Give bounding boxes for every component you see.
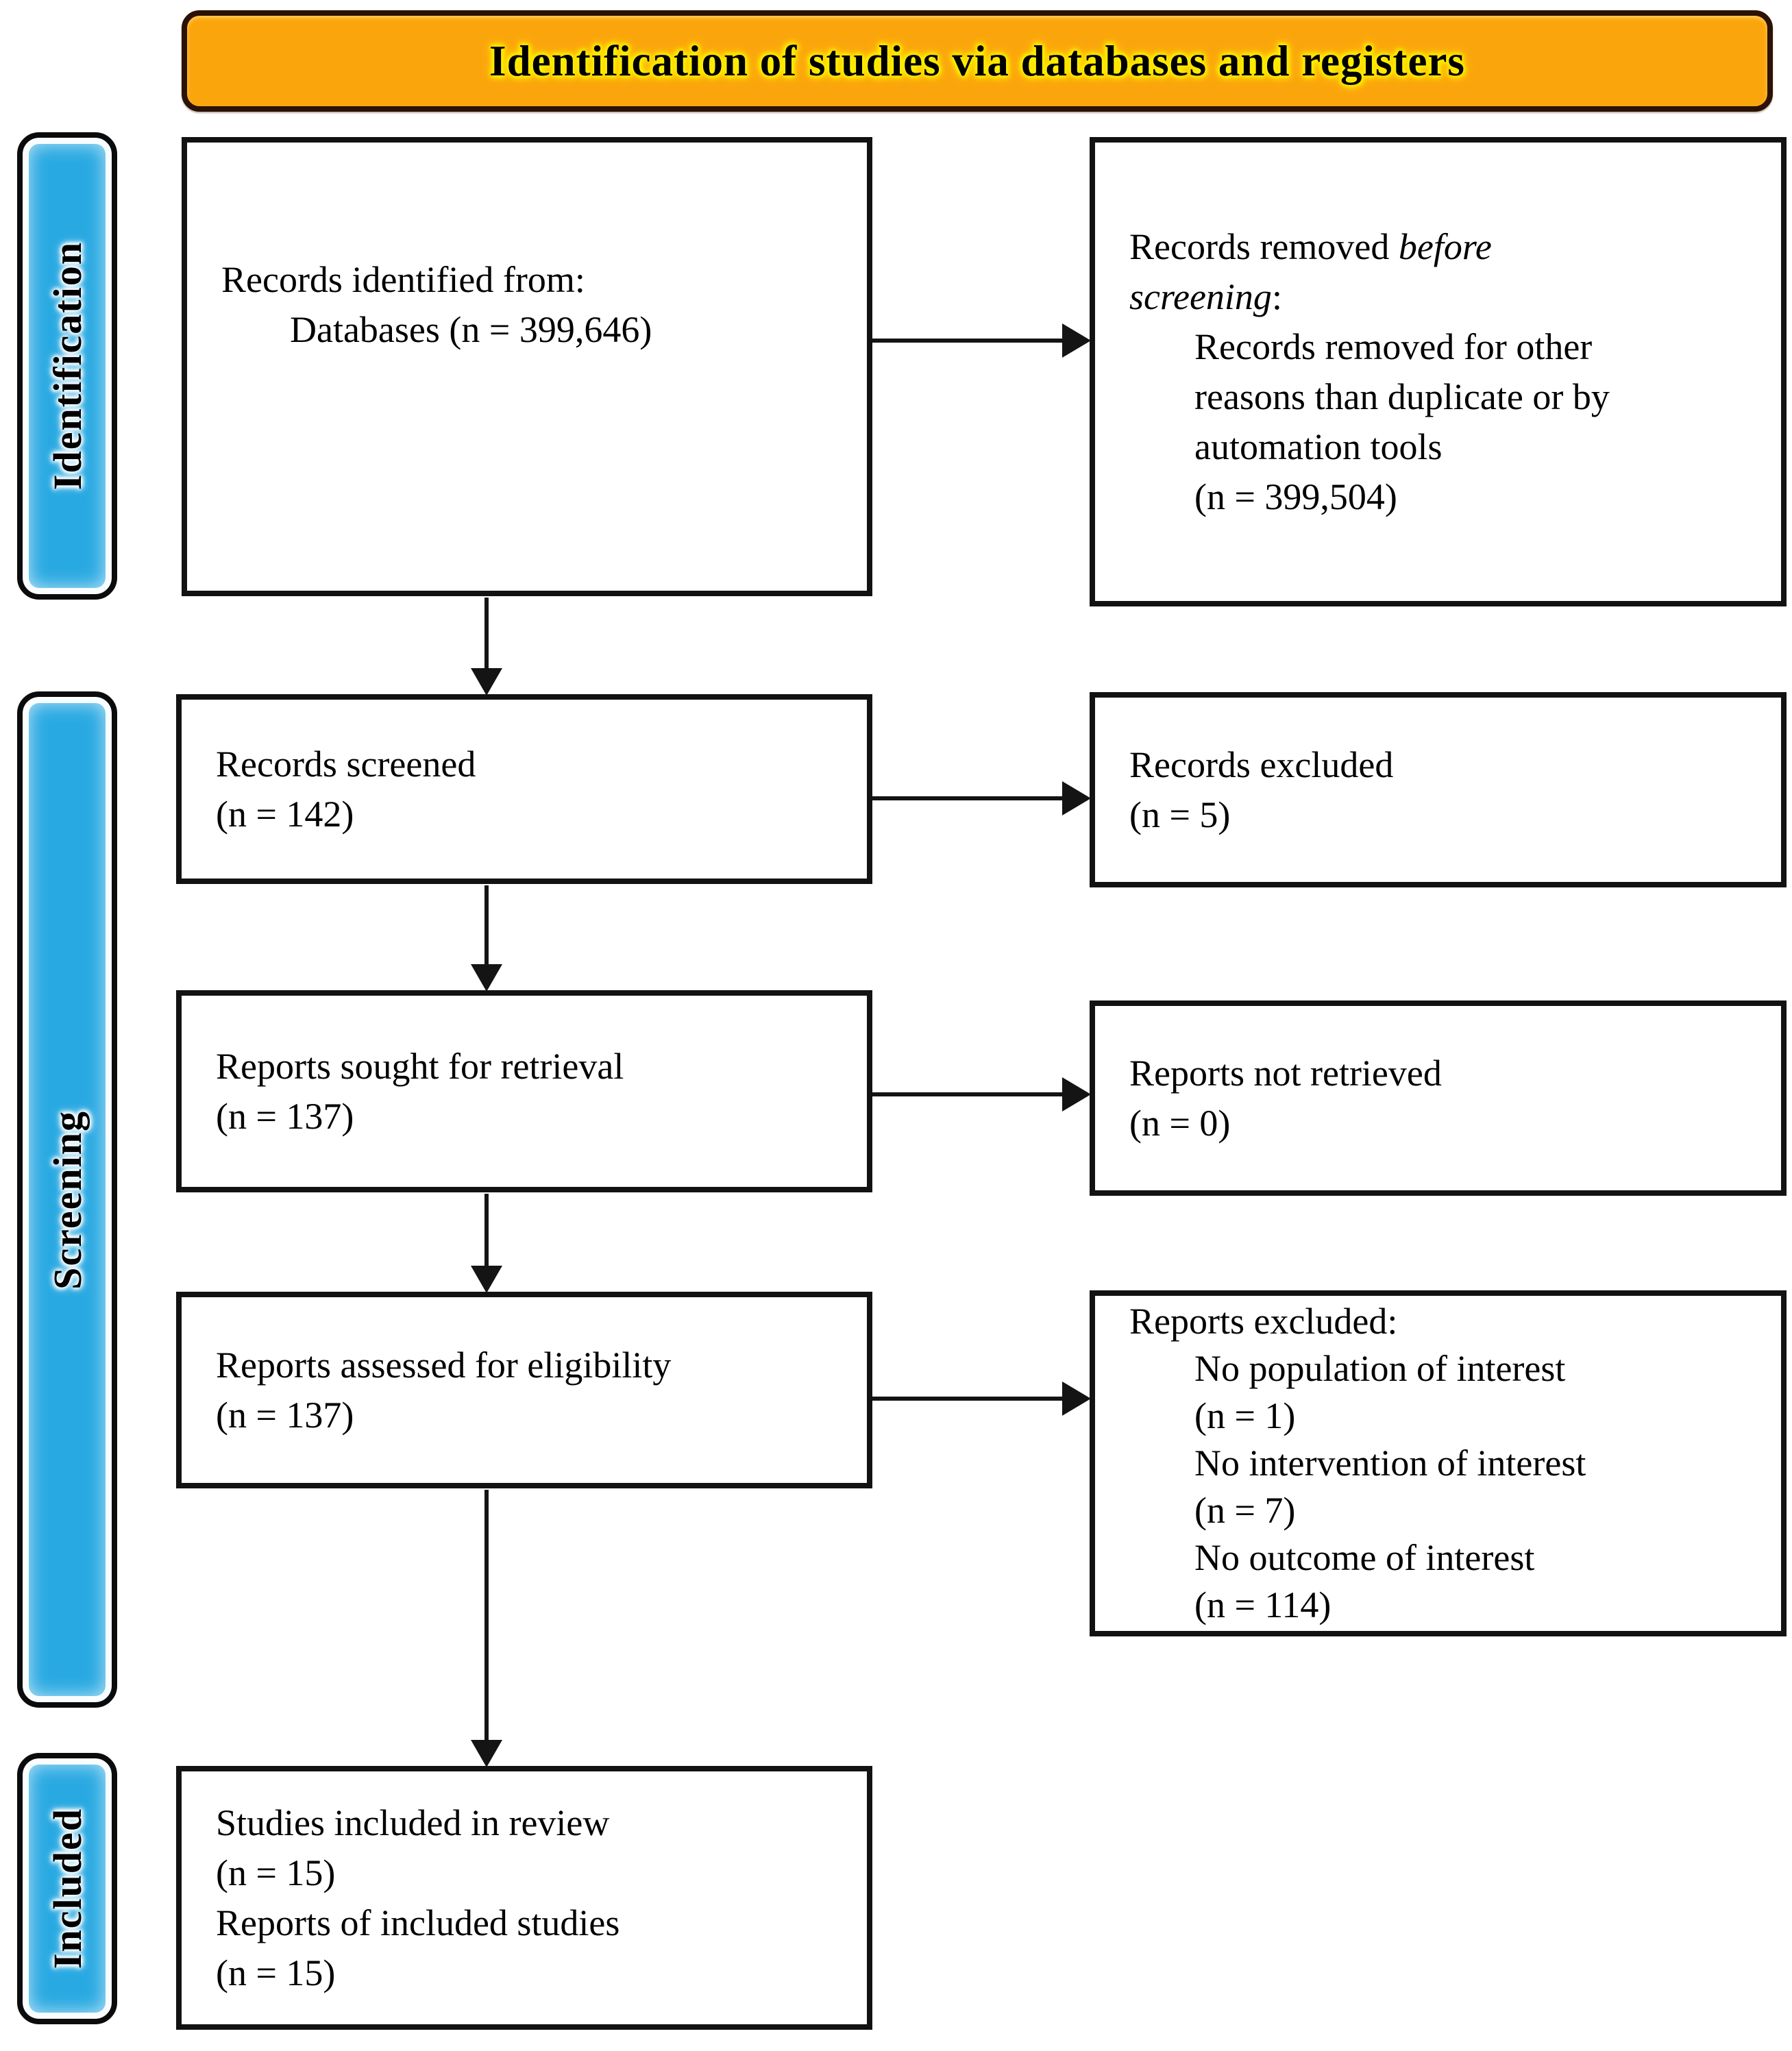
arrow-screened-to-excluded xyxy=(872,796,1064,800)
phase-label-screening-text: Screening xyxy=(45,1109,90,1290)
arrow-assessed-to-included xyxy=(484,1490,489,1741)
box-text-line: reasons than duplicate or by xyxy=(1194,376,1610,417)
box-text-line: (n = 137) xyxy=(216,1394,354,1436)
box-records-removed-before-screening: Records removed before screening: Records … xyxy=(1090,137,1787,606)
banner-title: Identification of studies via databases … xyxy=(489,36,1465,85)
phase-label-identification-text: Identification xyxy=(45,241,90,491)
box-text-line: (n = 114) xyxy=(1194,1584,1331,1625)
box-records-screened: Records screened (n = 142) xyxy=(176,694,872,884)
box-text-line: Reports sought for retrieval xyxy=(216,1045,624,1087)
box-text-line: Reports not retrieved xyxy=(1129,1052,1442,1094)
box-text-line: Records removed for other xyxy=(1194,326,1593,367)
box-text-line: Reports excluded: xyxy=(1129,1301,1398,1342)
box-text-line: (n = 142) xyxy=(216,793,354,835)
box-text-line: (n = 15) xyxy=(216,1852,336,1893)
box-reports-not-retrieved: Reports not retrieved (n = 0) xyxy=(1090,1000,1787,1196)
box-reports-excluded: Reports excluded: No population of intere… xyxy=(1090,1290,1787,1636)
box-records-identified: Records identified from: Databases (n = 3… xyxy=(182,137,872,596)
box-text-line: (n = 1) xyxy=(1194,1395,1296,1436)
box-text-line: Reports assessed for eligibility xyxy=(216,1344,672,1386)
box-reports-assessed-for-eligibility: Reports assessed for eligibility (n = 137… xyxy=(176,1292,872,1488)
arrow-sought-to-assessed xyxy=(484,1194,489,1267)
box-text-line: Records identified from: xyxy=(221,259,585,300)
box-text-line: Databases (n = 399,646) xyxy=(290,309,652,350)
arrow-identified-to-screened xyxy=(484,598,489,670)
banner: Identification of studies via databases … xyxy=(182,10,1773,112)
box-text-line: No population of interest xyxy=(1194,1348,1566,1389)
box-text-line: (n = 5) xyxy=(1129,794,1231,835)
phase-label-included: Included xyxy=(17,1753,117,2024)
box-text-line: No intervention of interest xyxy=(1194,1442,1586,1484)
box-text-line: Studies included in review xyxy=(216,1802,610,1843)
arrow-screened-to-sought xyxy=(484,885,489,966)
box-text-line: (n = 399,504) xyxy=(1194,476,1397,517)
arrow-assessed-to-excluded xyxy=(872,1397,1064,1401)
box-text-line: (n = 0) xyxy=(1129,1102,1231,1144)
box-text-line: Records screened xyxy=(216,743,476,785)
box-text-line: (n = 15) xyxy=(216,1952,336,1993)
box-text-line: (n = 7) xyxy=(1194,1490,1296,1531)
box-text-line: Records excluded xyxy=(1129,744,1394,785)
phase-label-screening: Screening xyxy=(17,691,117,1708)
box-text-line: (n = 137) xyxy=(216,1095,354,1137)
box-text-line: screening: xyxy=(1129,275,1282,317)
arrow-sought-to-not-retrieved xyxy=(872,1092,1064,1096)
box-text-line: automation tools xyxy=(1194,426,1443,467)
box-reports-sought-for-retrieval: Reports sought for retrieval (n = 137) xyxy=(176,990,872,1192)
box-text-line: Records removed before xyxy=(1129,225,1492,267)
phase-label-identification: Identification xyxy=(17,132,117,600)
box-text-line: No outcome of interest xyxy=(1194,1537,1535,1578)
box-text-line: Reports of included studies xyxy=(216,1902,620,1943)
phase-label-included-text: Included xyxy=(45,1808,90,1969)
arrow-identified-to-removed xyxy=(872,339,1064,343)
box-studies-included-in-review: Studies included in review (n = 15) Report… xyxy=(176,1766,872,2030)
box-records-excluded: Records excluded (n = 5) xyxy=(1090,692,1787,887)
